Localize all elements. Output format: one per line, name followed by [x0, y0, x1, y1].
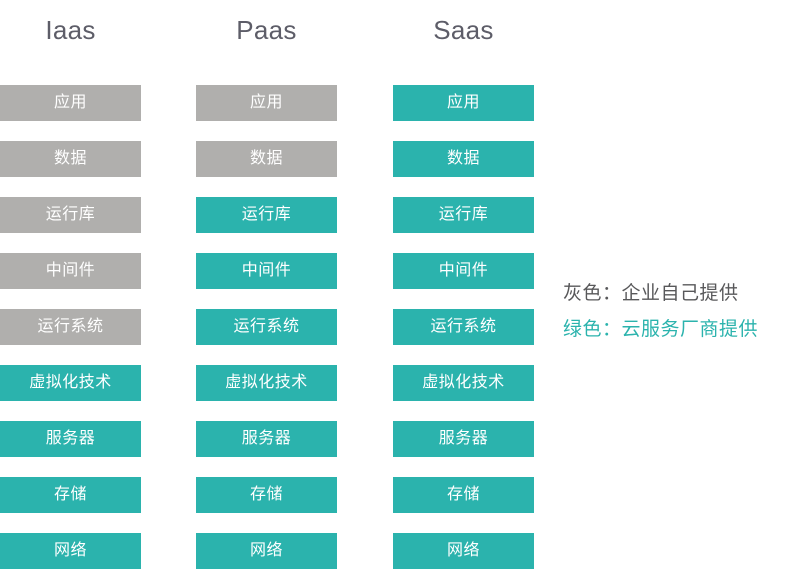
stack-layer-saas-5: 虚拟化技术: [393, 365, 534, 401]
service-column-paas: Paas 应用数据运行库中间件运行系统虚拟化技术服务器存储网络: [196, 0, 337, 576]
legend-item-teal: 绿色：云服务厂商提供: [563, 319, 759, 340]
stack-layer-paas-7: 存储: [196, 477, 337, 513]
stack-layer-paas-0: 应用: [196, 85, 337, 121]
legend: 灰色：企业自己提供绿色：云服务厂商提供: [563, 276, 803, 348]
stack-layer-iaas-8: 网络: [0, 533, 141, 569]
stack-layer-saas-4: 运行系统: [393, 309, 534, 345]
column-header-saas: Saas: [433, 15, 494, 45]
stack-layer-saas-8: 网络: [393, 533, 534, 569]
service-column-iaas: Iaas 应用数据运行库中间件运行系统虚拟化技术服务器存储网络: [0, 0, 141, 576]
stack-layer-saas-3: 中间件: [393, 253, 534, 289]
legend-item-gray: 灰色：企业自己提供: [563, 283, 739, 304]
stack-layer-saas-6: 服务器: [393, 421, 534, 457]
stack-layer-saas-0: 应用: [393, 85, 534, 121]
stack-layer-iaas-5: 虚拟化技术: [0, 365, 141, 401]
stack-layer-iaas-0: 应用: [0, 85, 141, 121]
column-header-iaas: Iaas: [45, 15, 96, 45]
stack-layer-paas-3: 中间件: [196, 253, 337, 289]
stack-layer-iaas-3: 中间件: [0, 253, 141, 289]
column-header-paas: Paas: [236, 15, 297, 45]
stack-layer-iaas-7: 存储: [0, 477, 141, 513]
stack-layer-iaas-4: 运行系统: [0, 309, 141, 345]
stack-layer-paas-4: 运行系统: [196, 309, 337, 345]
stack-layer-saas-1: 数据: [393, 141, 534, 177]
stack-layer-iaas-2: 运行库: [0, 197, 141, 233]
stack-layer-paas-1: 数据: [196, 141, 337, 177]
stack-layer-paas-5: 虚拟化技术: [196, 365, 337, 401]
service-column-saas: Saas 应用数据运行库中间件运行系统虚拟化技术服务器存储网络: [393, 0, 534, 576]
stack-layer-paas-8: 网络: [196, 533, 337, 569]
stack-layer-saas-2: 运行库: [393, 197, 534, 233]
stack-layer-iaas-1: 数据: [0, 141, 141, 177]
stack-layer-saas-7: 存储: [393, 477, 534, 513]
stack-layer-iaas-6: 服务器: [0, 421, 141, 457]
stack-layer-paas-6: 服务器: [196, 421, 337, 457]
stack-layer-paas-2: 运行库: [196, 197, 337, 233]
